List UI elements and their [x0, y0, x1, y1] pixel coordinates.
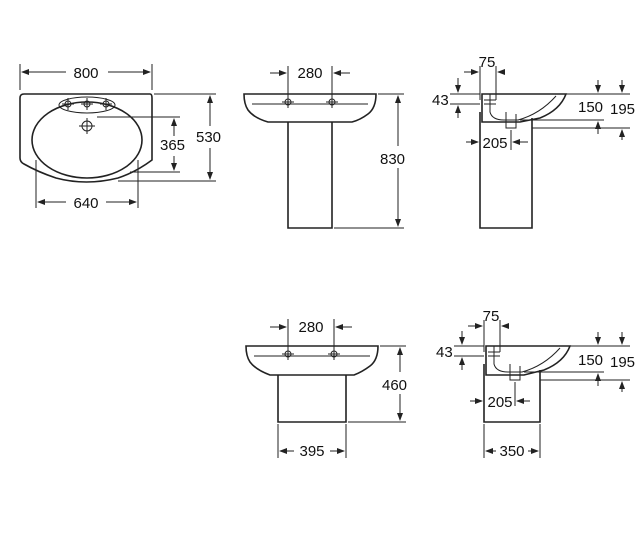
dim-bowl-depth: 365 [97, 116, 185, 173]
waste-icon [505, 112, 517, 129]
dim-label: 195 [610, 354, 635, 371]
tap-icon [325, 95, 339, 109]
dim-label: 395 [299, 443, 324, 460]
tap-hole-icon [80, 97, 94, 111]
basin-front [243, 93, 377, 123]
dim-basin-depth: 150 [524, 332, 604, 386]
tap-hole-icon [61, 97, 75, 111]
pedestal-side [479, 112, 533, 229]
dim-pedestal-width: 395 [277, 424, 347, 460]
tap-icon [327, 347, 341, 361]
dim-pedestal-depth: 350 [483, 424, 541, 460]
dim-height: 830 [334, 93, 405, 229]
dim-label: 150 [578, 99, 603, 116]
semi-pedestal-front [277, 375, 347, 423]
dim-rim-offset: 75 [468, 308, 509, 352]
dim-basin-depth: 150 [520, 80, 604, 134]
waste-icon [509, 364, 521, 381]
dim-label: 205 [487, 394, 512, 411]
tap-icon [281, 95, 295, 109]
basin-outline [19, 93, 153, 183]
dim-label: 365 [160, 137, 185, 154]
pedestal-front [287, 122, 333, 229]
dim-tap-spacing: 280 [270, 65, 350, 96]
dim-label: 830 [380, 151, 405, 168]
dim-rim-offset: 75 [464, 54, 505, 100]
dim-rim-thickness: 43 [432, 78, 480, 118]
tap-hole-icon [99, 97, 113, 111]
side-view-semi-pedestal: 75 43 150 195 [436, 308, 635, 460]
tap-deck [58, 96, 116, 114]
dim-label: 800 [73, 65, 98, 82]
dim-bowl-width: 640 [35, 160, 139, 212]
dim-overall-depth: 195 [532, 80, 635, 140]
dim-height: 460 [348, 345, 407, 423]
dim-label: 280 [297, 65, 322, 82]
basin-side [485, 345, 572, 376]
dim-label: 75 [483, 308, 500, 325]
dim-label: 43 [436, 344, 453, 361]
side-view-full-pedestal: 75 43 150 195 [432, 54, 635, 229]
dim-label: 43 [432, 92, 449, 109]
dim-label: 75 [479, 54, 496, 71]
dim-overall-depth: 530 [118, 93, 221, 182]
dim-label: 150 [578, 352, 603, 369]
front-view-semi-pedestal: 280 460 395 [245, 319, 407, 460]
dim-label: 195 [610, 101, 635, 118]
top-view: 800 530 365 [19, 64, 221, 212]
dim-waste-offset: 205 [466, 128, 528, 152]
dim-rim-thickness: 43 [436, 331, 484, 370]
basin-front [245, 345, 379, 376]
dim-label: 460 [382, 377, 407, 394]
dim-overall-depth: 195 [540, 332, 635, 392]
dim-label: 205 [482, 135, 507, 152]
dim-label: 350 [499, 443, 524, 460]
dim-label: 640 [73, 195, 98, 212]
tap-icon [281, 347, 295, 361]
dim-label: 280 [298, 319, 323, 336]
dim-overall-width: 800 [19, 64, 153, 90]
dim-tap-spacing: 280 [270, 319, 352, 348]
front-view-full-pedestal: 280 830 [243, 65, 405, 229]
dim-label: 530 [196, 129, 221, 146]
basin-side [481, 93, 568, 123]
dim-waste-offset: 205 [470, 382, 530, 411]
